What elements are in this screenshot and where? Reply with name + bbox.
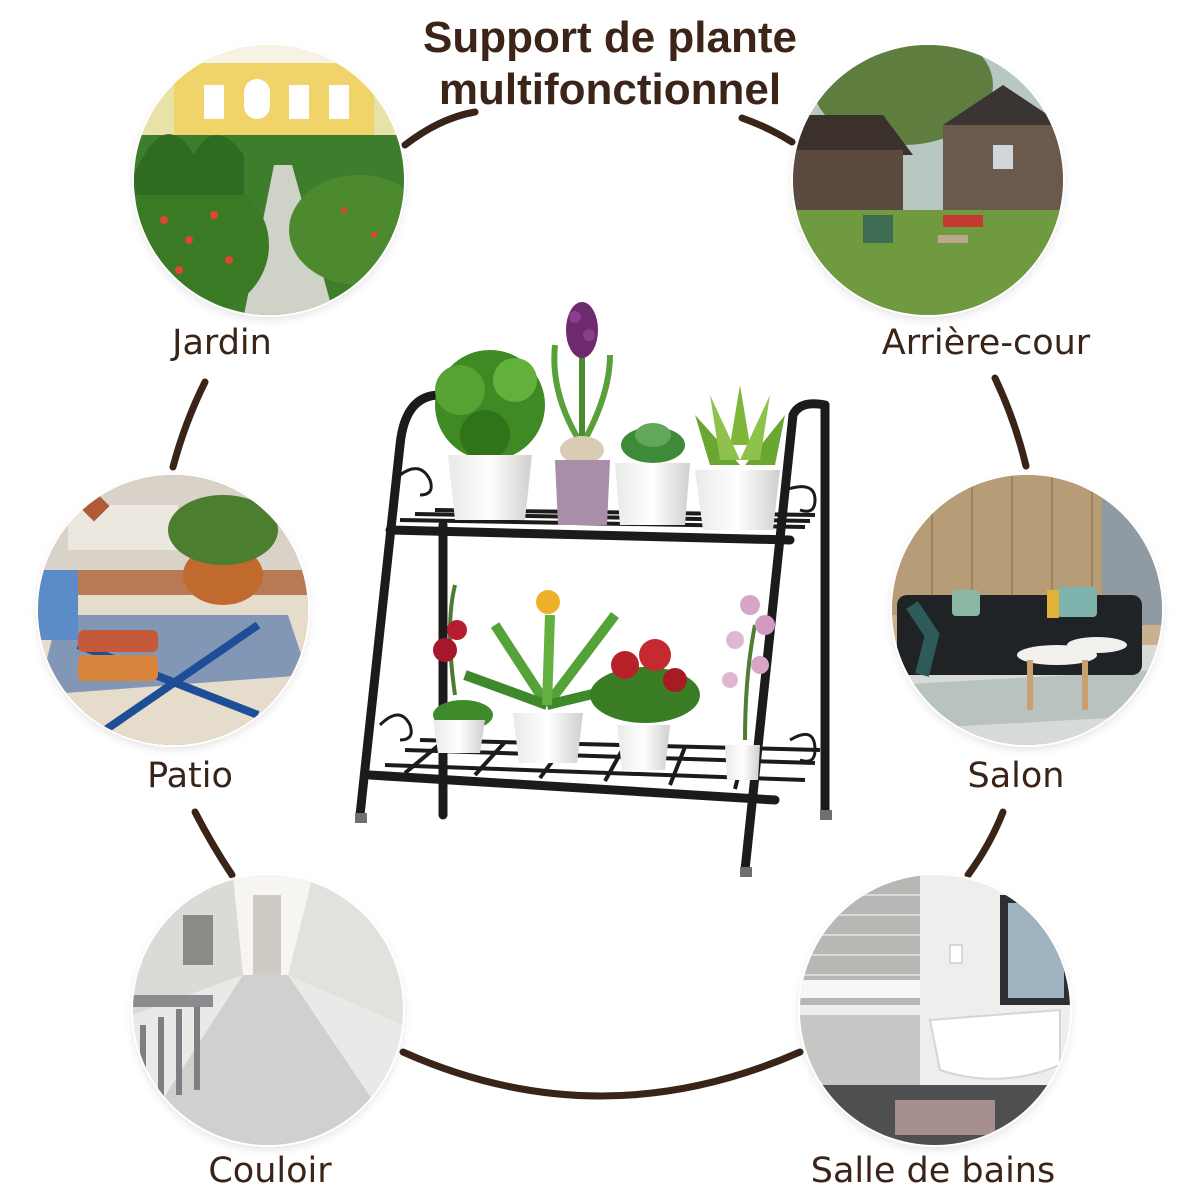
arc-left-upper xyxy=(169,378,209,471)
backyard-photo xyxy=(793,45,1063,315)
arc-bottom xyxy=(399,1048,804,1100)
plant-red-anthurium xyxy=(590,639,700,770)
plant-aloe xyxy=(695,385,785,530)
stand-frame xyxy=(355,390,830,875)
plant-leafy-top xyxy=(435,350,545,520)
plant-bromeliad xyxy=(463,590,632,763)
location-label-arriere-cour: Arrière-cour xyxy=(881,323,1091,363)
page-title: Support de plante multifonctionnel xyxy=(300,12,920,116)
arc-left-lower xyxy=(191,808,236,879)
plant-succulent-small xyxy=(615,423,690,525)
arc-top-left xyxy=(401,108,479,149)
bathroom-photo xyxy=(800,875,1070,1145)
arc-right-upper xyxy=(991,374,1030,470)
title-line-2: multifonctionnel xyxy=(438,65,782,114)
living-room-photo xyxy=(892,475,1162,745)
plant-pink-orchid xyxy=(722,595,775,780)
hallway-photo xyxy=(133,875,403,1145)
scroll-decorations xyxy=(378,467,817,763)
location-label-jardin: Jardin xyxy=(172,323,272,363)
garden-photo xyxy=(134,45,404,315)
patio-photo xyxy=(38,475,308,745)
title-line-1: Support de plante xyxy=(423,13,797,62)
location-label-couloir: Couloir xyxy=(208,1151,332,1191)
arc-right-lower xyxy=(964,808,1007,879)
plant-red-orchid xyxy=(433,584,493,753)
location-label-salle-de-bains: Salle de bains xyxy=(810,1151,1056,1191)
location-label-salon: Salon xyxy=(967,756,1065,796)
location-label-patio: Patio xyxy=(147,756,233,796)
arc-top-right xyxy=(738,114,796,146)
plant-hyacinth xyxy=(551,302,613,525)
plant-stand-illustration xyxy=(355,302,832,877)
